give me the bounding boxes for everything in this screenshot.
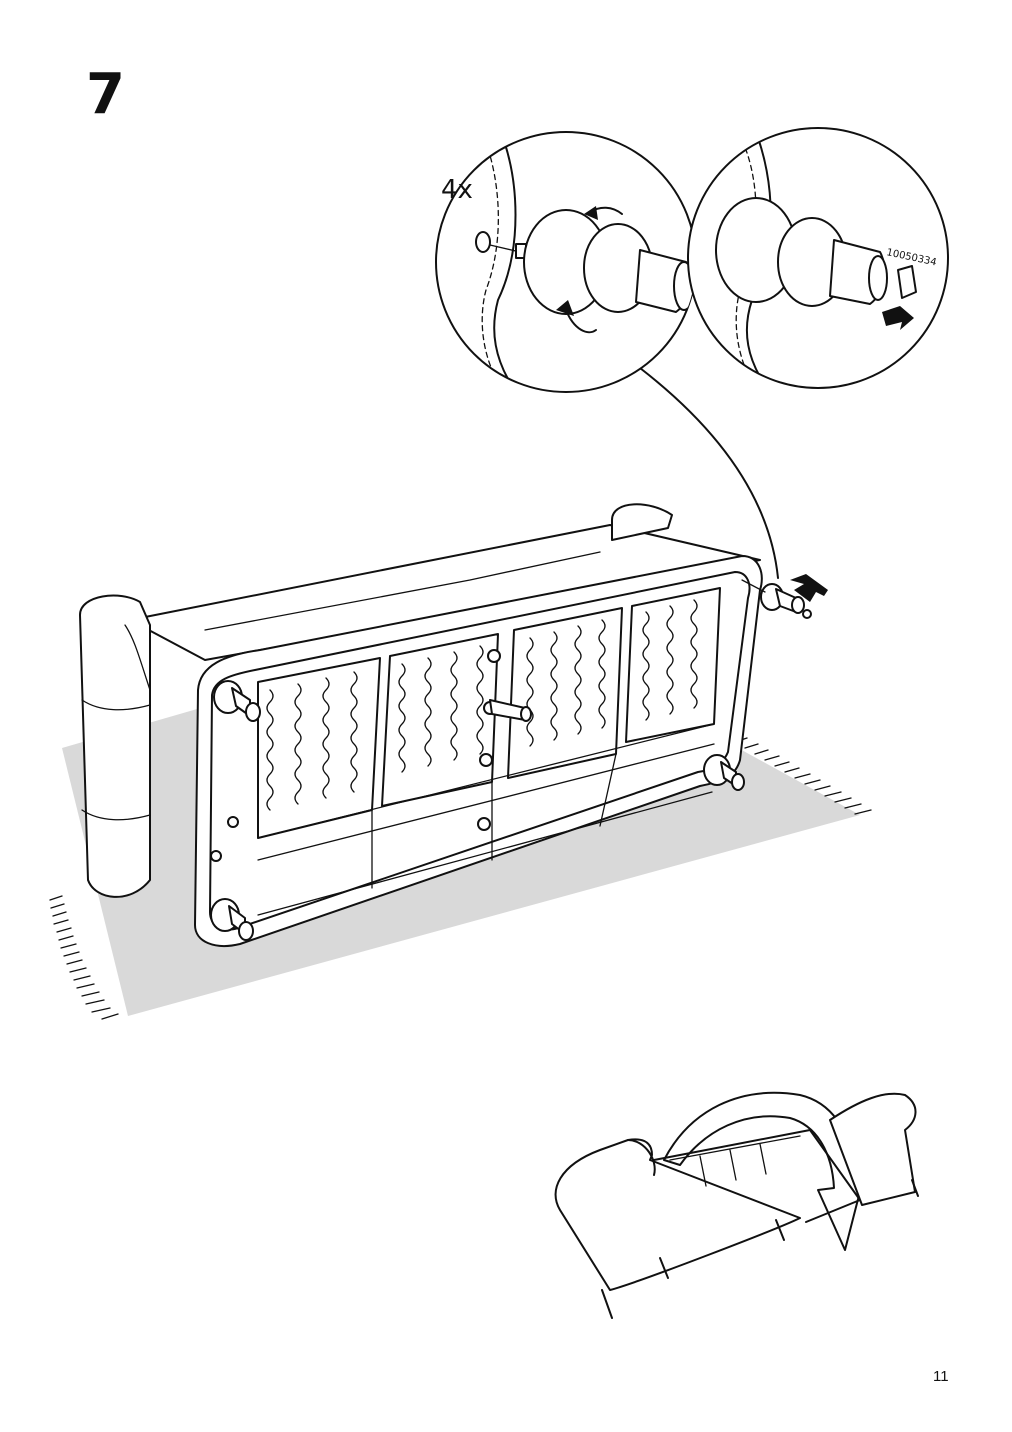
detail-glide-cap [687, 127, 949, 389]
detail-leader-line [639, 367, 779, 579]
detail-screw-leg [435, 131, 697, 393]
page-number: 11 [933, 1368, 949, 1385]
step-number: 7 [86, 62, 125, 127]
quantity-label: 4x [441, 175, 473, 205]
sofa-upside-down-illustration [79, 503, 828, 947]
turn-sofa-upright-illustration [554, 1091, 919, 1319]
